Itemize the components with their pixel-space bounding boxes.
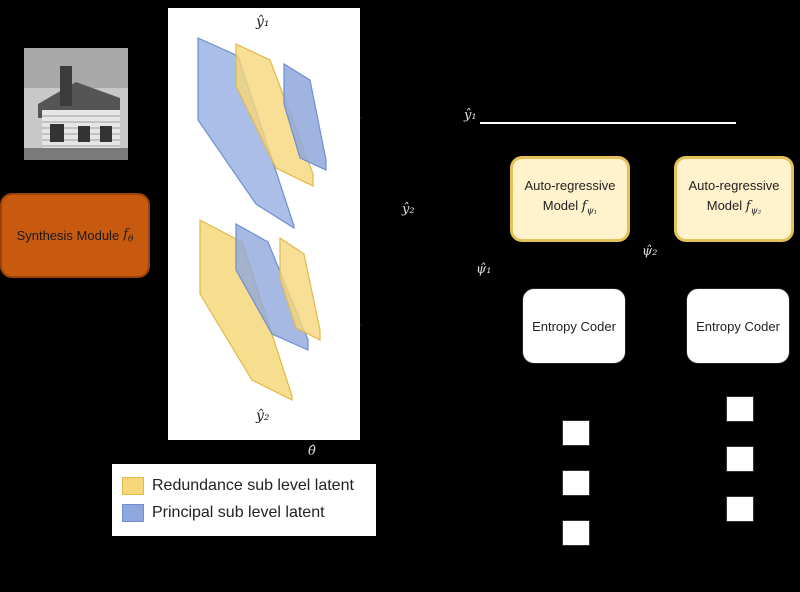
- legend-swatch-yellow: [122, 476, 144, 495]
- house-photo: [24, 48, 128, 160]
- ar-model-1-line1: Auto-regressive: [524, 178, 616, 194]
- entropy-coder-1: Entropy Coder: [522, 288, 626, 364]
- ar-model-1-line2: Model fψ₁: [543, 196, 598, 222]
- ar-model-1-symbol-sub: ψ₁: [586, 206, 598, 217]
- ar-model-1-model-word: Model: [542, 198, 579, 214]
- top-latent-label: ŷ₁: [256, 14, 270, 30]
- bottom-latent-label: ŷ₂: [256, 408, 270, 424]
- bitstream-box-2a: [726, 396, 754, 422]
- bottom-principal-plane: [235, 222, 309, 351]
- legend-label-principal: Principal sub level latent: [152, 503, 325, 521]
- synthesis-module: Synthesis Module fθ: [0, 193, 150, 278]
- bitstream-box-2b: [726, 446, 754, 472]
- synthesis-symbol-sub: θ: [128, 234, 134, 245]
- house-image-icon: [24, 48, 128, 160]
- y1-hat-label: ŷ₁: [464, 108, 477, 123]
- psi1-hat-label: ψ̂₁: [476, 262, 492, 277]
- bitstream-box-2c: [726, 496, 754, 522]
- legend-item-redundance: Redundance sub level latent: [122, 472, 366, 499]
- latent-panel: ŷ₁ ŷ₂: [168, 8, 360, 440]
- psi2-hat-label: ψ̂₂: [642, 244, 658, 259]
- legend: Redundance sub level latent Principal su…: [112, 464, 376, 536]
- legend-label-redundance: Redundance sub level latent: [152, 476, 354, 494]
- synthesis-symbol: fθ: [123, 227, 133, 245]
- latent-planes: [197, 37, 327, 401]
- entropy-coder-1-label: Entropy Coder: [532, 318, 616, 334]
- y2-hat-label: ŷ₂: [402, 202, 415, 217]
- legend-swatch-blue: [122, 503, 144, 522]
- entropy-coder-2-label: Entropy Coder: [696, 318, 780, 334]
- top-redundance-plane: [235, 43, 314, 187]
- ar-model-2-line2: Model fψ₂: [707, 196, 762, 222]
- y1-hat-line: [480, 122, 736, 124]
- synthesis-module-label: Synthesis Module: [16, 228, 120, 243]
- top-principal-plane-2: [283, 62, 327, 171]
- ar-model-2-symbol: fψ₂: [745, 199, 762, 217]
- ar-model-2-symbol-f: f: [745, 199, 751, 215]
- theta-hat-label: θ̂: [308, 444, 316, 459]
- bitstream-box-1c: [562, 520, 590, 546]
- ar-model-2-model-word: Model: [706, 198, 743, 214]
- entropy-coder-2: Entropy Coder: [686, 288, 790, 364]
- ar-model-2-symbol-sub: ψ₂: [750, 206, 762, 217]
- ar-model-2: Auto-regressive Model fψ₂: [674, 156, 794, 242]
- ar-model-1-symbol: fψ₁: [581, 199, 598, 217]
- ar-model-2-line1: Auto-regressive: [688, 178, 780, 194]
- bitstream-box-1b: [562, 470, 590, 496]
- bottom-redundance-plane-2: [279, 236, 321, 341]
- ar-model-1: Auto-regressive Model fψ₁: [510, 156, 630, 242]
- bitstream-box-1a: [562, 420, 590, 446]
- legend-item-principal: Principal sub level latent: [122, 499, 366, 526]
- synthesis-symbol-f: f: [123, 226, 128, 242]
- ar-model-1-symbol-f: f: [581, 199, 587, 215]
